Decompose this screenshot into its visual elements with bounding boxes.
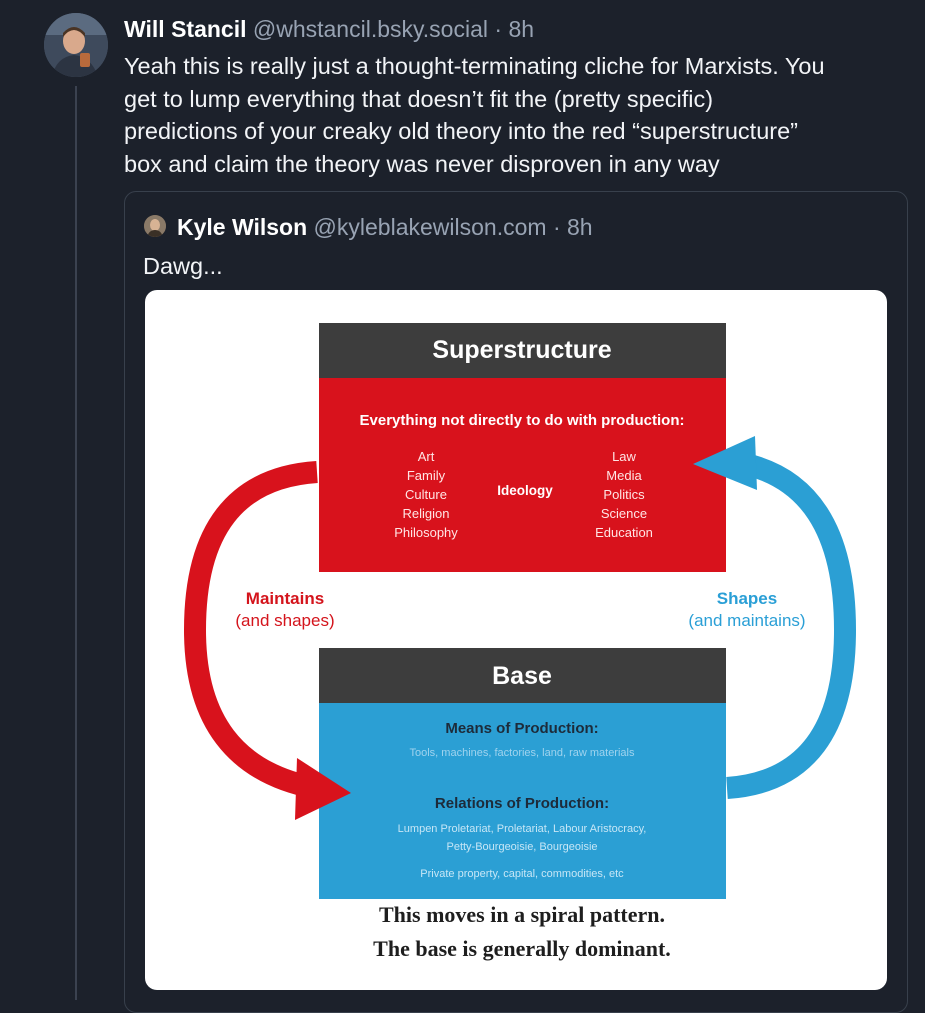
superstructure-item: Culture [405,487,447,502]
superstructure-box [319,378,726,572]
maintains-arrow [183,461,318,799]
post-text-line: get to lump everything that doesn’t fit … [124,85,714,112]
superstructure-subtitle: Everything not directly to do with produ… [360,412,685,429]
superstructure-title: Superstructure [432,336,611,364]
shapes-arrow-head [693,436,757,490]
superstructure-item: Media [606,468,642,483]
shapes-arrow [726,451,857,799]
maintains-sublabel: (and shapes) [235,611,334,630]
post-text-line: box and claim the theory was never dispr… [124,150,720,177]
quoted-post[interactable]: Kyle Wilson @kyleblakewilson.com · 8h Da… [124,191,908,1013]
superstructure-item: Philosophy [394,525,458,540]
quote-image[interactable]: Superstructure Everything not directly t… [145,290,887,990]
relations-text: Private property, capital, commodities, … [420,868,624,880]
superstructure-item: Family [407,468,446,483]
caption-line: The base is generally dominant. [373,936,671,961]
base-header [319,648,726,703]
means-text: Tools, machines, factories, land, raw ma… [410,747,635,759]
post-text: Yeah this is really just a thought-termi… [124,50,909,180]
superstructure-header [319,323,726,378]
base-box [319,703,726,899]
superstructure-item: Law [612,449,636,464]
author-name[interactable]: Will Stancil [124,16,247,42]
thread-line [75,86,77,1000]
avatar-image [44,13,108,77]
author-avatar[interactable] [44,13,108,77]
superstructure-item: Art [418,449,435,464]
post-text-line: Yeah this is really just a thought-termi… [124,53,825,79]
superstructure-center-item: Ideology [497,483,553,498]
relations-title: Relations of Production: [435,795,609,812]
caption-line: This moves in a spiral pattern. [379,902,665,927]
post-time[interactable]: 8h [508,16,535,42]
relations-text: Petty-Bourgeoisie, Bourgeoisie [446,841,597,853]
quote-author-name[interactable]: Kyle Wilson [177,214,308,240]
post-text-line: predictions of your creaky old theory in… [124,118,798,144]
separator-dot: · [494,16,503,42]
shapes-sublabel: (and maintains) [688,611,805,630]
quote-author-avatar[interactable] [144,215,166,237]
maintains-arrow-head [295,758,351,820]
relations-text: Lumpen Proletariat, Proletariat, Labour … [398,823,647,835]
superstructure-item: Education [595,525,653,540]
superstructure-item: Politics [603,487,645,502]
post-header: Will Stancil @whstancil.bsky.social · 8h [124,14,534,44]
means-title: Means of Production: [445,720,598,737]
maintains-label: Maintains [246,589,324,608]
superstructure-item: Science [601,506,647,521]
quote-text: Dawg... [143,253,223,279]
author-handle[interactable]: @whstancil.bsky.social [252,16,488,42]
base-superstructure-diagram: Superstructure Everything not directly t… [183,323,857,961]
quote-header: Kyle Wilson @kyleblakewilson.com · 8h [177,212,593,242]
quote-time[interactable]: 8h [567,214,593,240]
base-title: Base [492,662,552,690]
separator-dot: · [552,214,561,240]
superstructure-item: Religion [403,506,450,521]
quote-author-handle[interactable]: @kyleblakewilson.com [313,214,547,240]
shapes-label: Shapes [717,589,777,608]
quote-avatar-image [144,215,166,237]
